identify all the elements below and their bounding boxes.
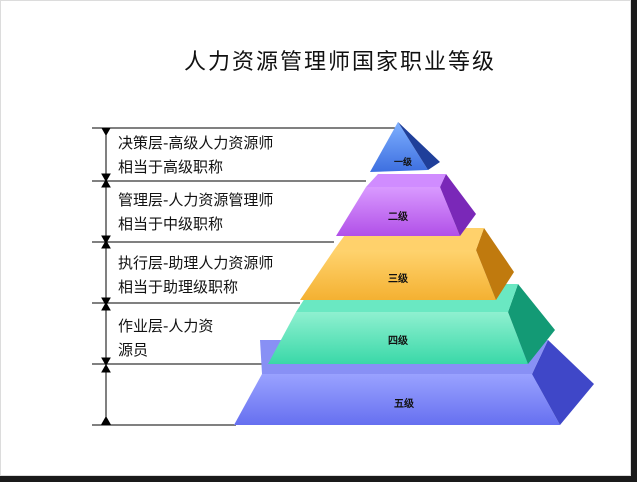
layer-3-line-1: 执行层-助理人力资源师 [118, 254, 274, 272]
layer-2-line-2: 相当于中级职称 [118, 215, 224, 233]
pyramid-tier-3: 三级 [300, 228, 514, 300]
bracket-arrow [101, 297, 111, 307]
tier-3-label: 三级 [388, 272, 409, 285]
layer-1-description: 决策层-高级人力资源师 相当于高级职称 [118, 131, 273, 179]
pyramid-tier-1: 一级 [370, 122, 440, 172]
bracket [101, 127, 111, 425]
layer-3-description: 执行层-助理人力资源师 相当于助理级职称 [118, 251, 273, 299]
pyramid-diagram: 五级 四级 三级 二级 一级 [92, 122, 594, 426]
tier-4-label: 四级 [388, 334, 409, 347]
layer-2-line-1: 管理层-人力资源管理师 [118, 191, 274, 209]
layer-4-line-2: 源员 [118, 341, 149, 359]
bracket-arrow [101, 239, 111, 249]
guide-lines [92, 127, 398, 426]
bracket-arrow [101, 235, 111, 245]
layer-4-description: 作业层-人力资 源员 [118, 314, 213, 362]
layer-4-line-1: 作业层-人力资 [118, 317, 214, 335]
layer-1-line-1: 决策层-高级人力资源师 [118, 134, 274, 152]
page-title: 人力资源管理师国家职业等级 [183, 50, 496, 75]
bracket-arrow [101, 357, 111, 367]
tier-2-label: 二级 [388, 210, 409, 223]
layer-1-line-2: 相当于高级职称 [118, 158, 224, 176]
bracket-arrow [101, 127, 111, 137]
layer-2-description: 管理层-人力资源管理师 相当于中级职称 [118, 188, 273, 236]
pyramid-tier-2: 二级 [336, 174, 476, 236]
bracket-arrow [101, 178, 111, 188]
bracket-arrow [101, 301, 111, 311]
layer-3-line-2: 相当于助理级职称 [118, 278, 239, 296]
bracket-arrow [101, 173, 111, 183]
tier-5-label: 五级 [394, 397, 415, 410]
bracket-arrow [101, 363, 111, 373]
tier-1-label: 一级 [394, 156, 413, 168]
bracket-arrow [101, 415, 111, 425]
